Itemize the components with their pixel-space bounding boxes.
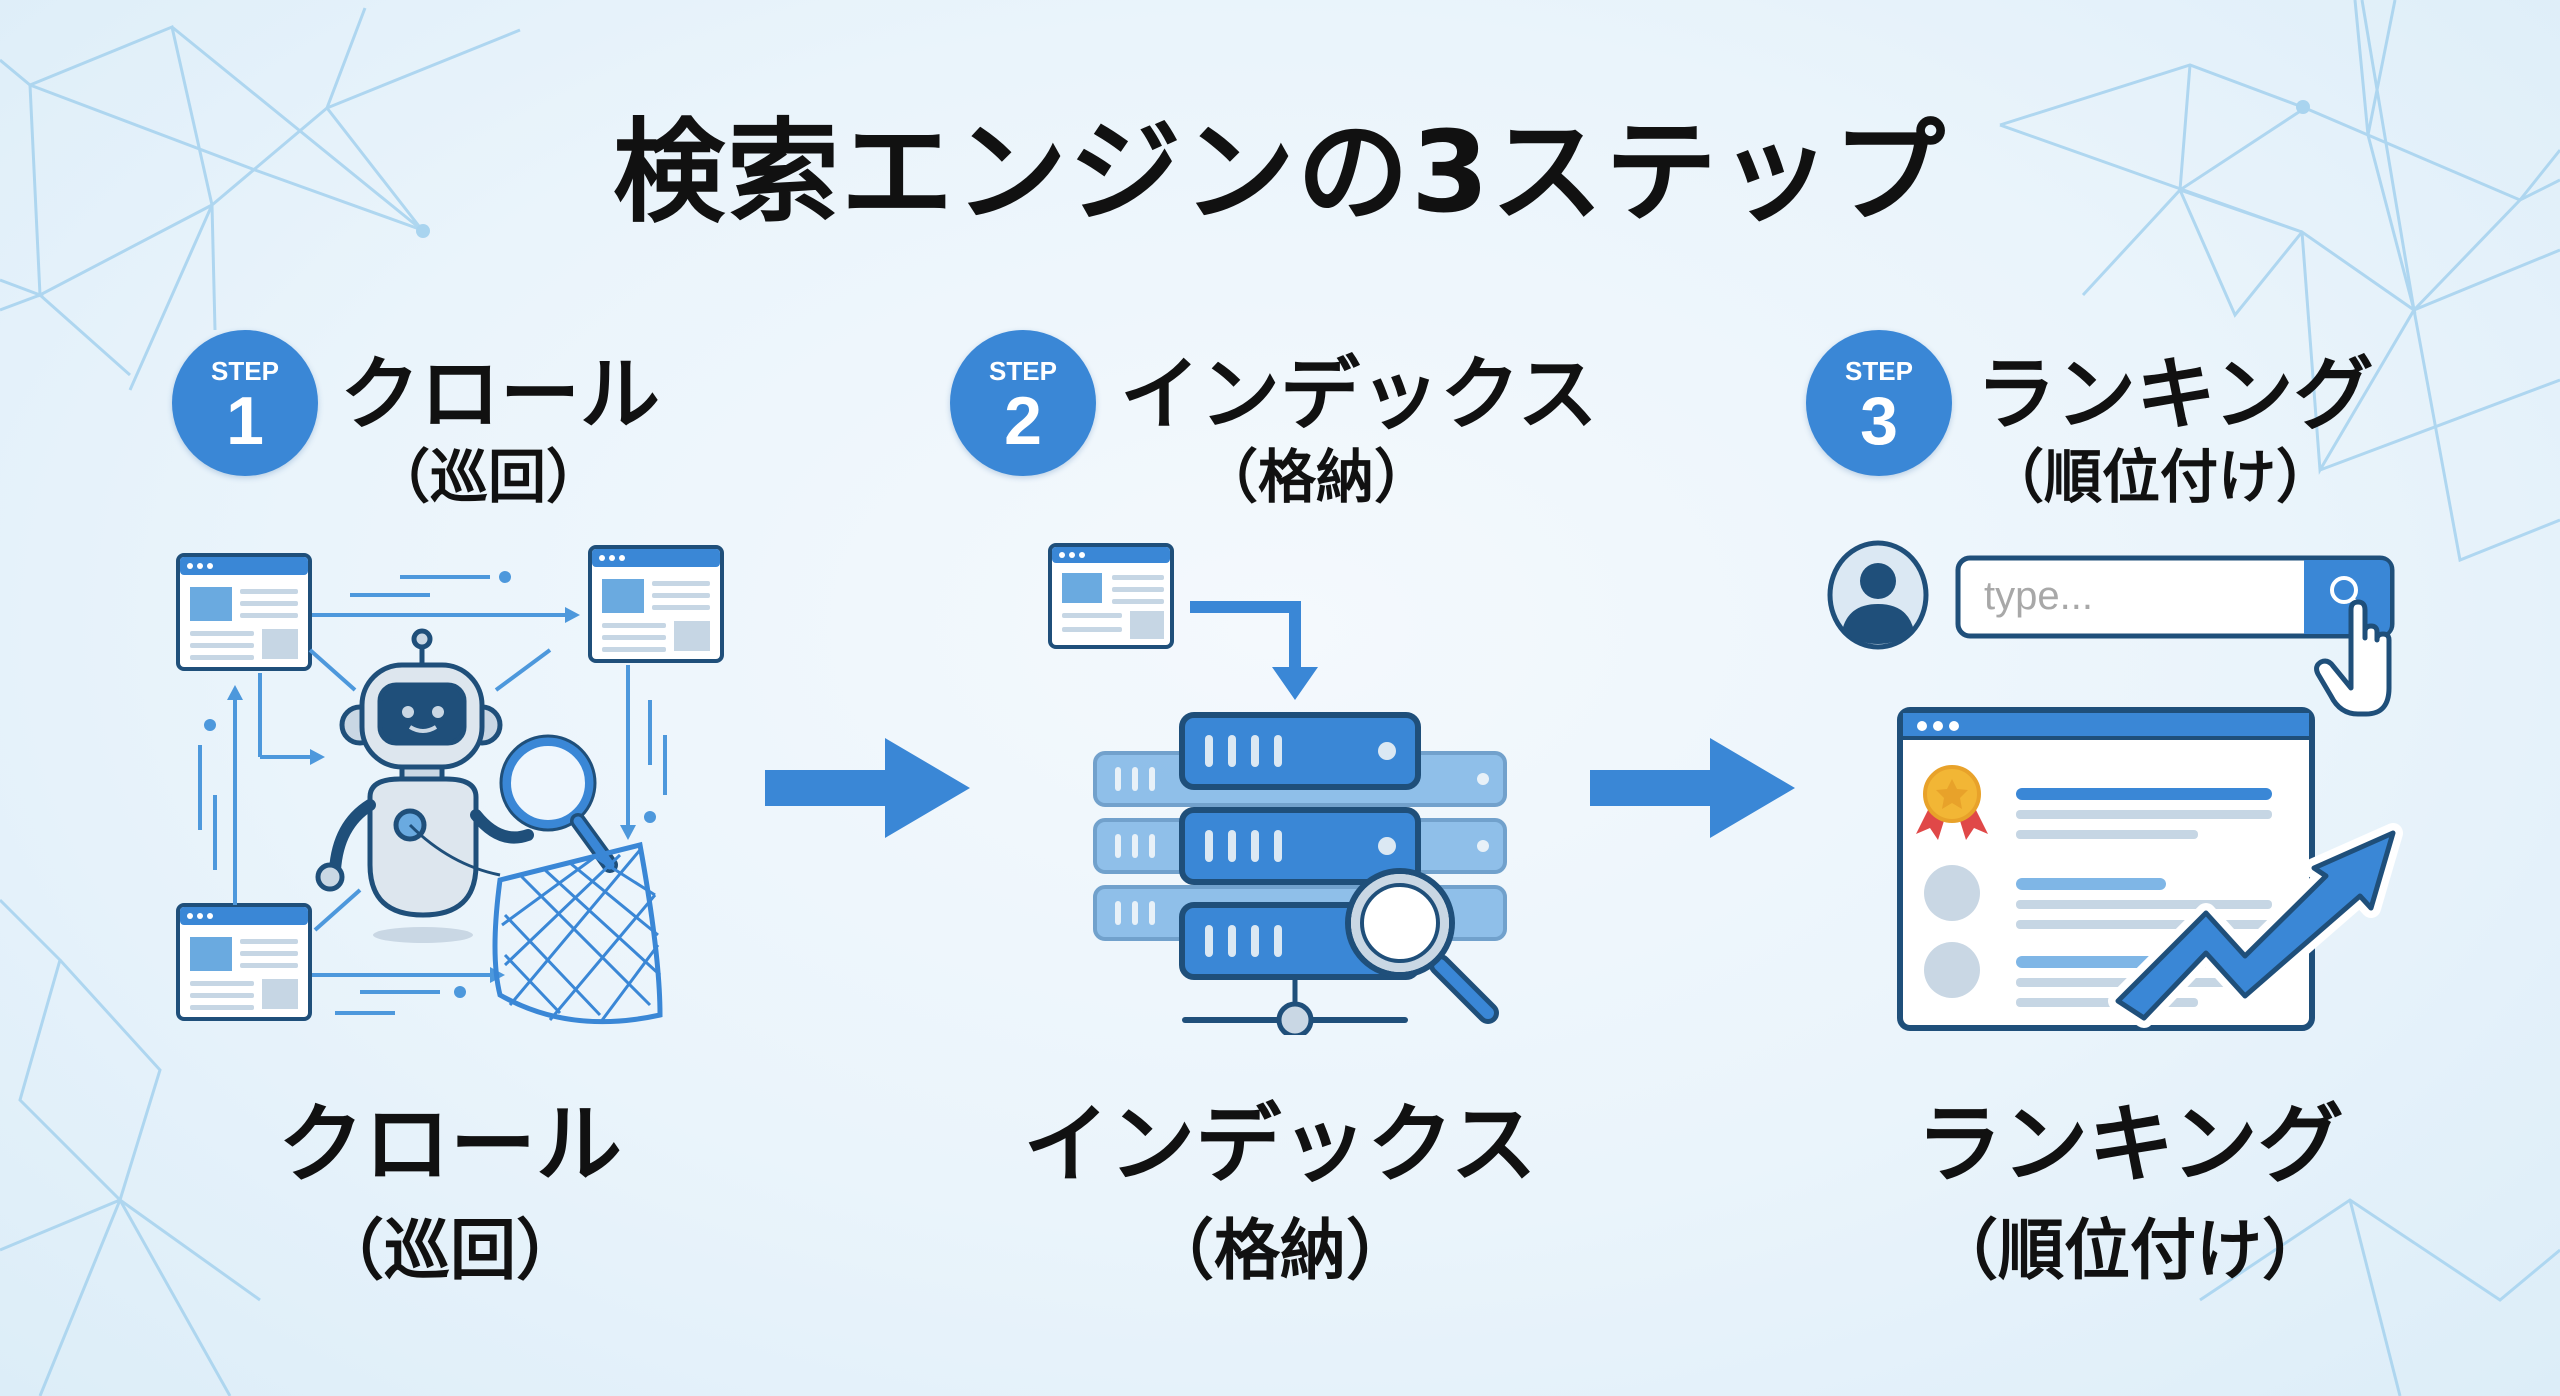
index-illustration bbox=[1048, 543, 1507, 1035]
step-3-subtitle: （順位付け） bbox=[1986, 443, 2335, 511]
step-1-title: クロール bbox=[340, 348, 660, 441]
step-3-caption: ランキング （順位付け） bbox=[1850, 1095, 2410, 1299]
step-3-title: ランキング bbox=[1976, 348, 2374, 441]
caption-title: インデックス bbox=[1023, 1095, 1537, 1195]
ranking-illustration: type... bbox=[1818, 538, 2418, 1038]
caption-subtitle: （格納） bbox=[1148, 1212, 1412, 1289]
medal-icon bbox=[1916, 765, 1988, 840]
webpage-icon bbox=[176, 903, 312, 1021]
step-1-badge: STEP 1 bbox=[172, 330, 318, 476]
trend-up-arrow-icon bbox=[2108, 823, 2403, 1028]
page-title: 検索エンジンの3ステップ bbox=[613, 108, 1947, 238]
step-number: 3 bbox=[1860, 383, 1898, 459]
user-avatar-icon bbox=[1827, 540, 1929, 650]
webpage-icon bbox=[588, 545, 724, 663]
step-number: 1 bbox=[226, 383, 264, 459]
step-3-badge: STEP 3 bbox=[1806, 330, 1952, 476]
magnifier-icon bbox=[1345, 868, 1499, 1024]
webpage-icon bbox=[176, 553, 312, 671]
step-2-caption: インデックス （格納） bbox=[1000, 1095, 1560, 1299]
caption-subtitle: （巡回） bbox=[318, 1212, 582, 1289]
search-input[interactable]: type... bbox=[1984, 574, 2093, 618]
step-1-subtitle: （巡回） bbox=[372, 443, 605, 511]
caption-subtitle: （順位付け） bbox=[1932, 1212, 2328, 1289]
arrow-right-icon bbox=[1590, 738, 1795, 838]
step-1-caption: クロール （巡回） bbox=[230, 1095, 670, 1299]
step-number: 2 bbox=[1004, 383, 1042, 459]
arrow-right-icon bbox=[765, 738, 970, 838]
caption-title: ランキング bbox=[1916, 1095, 2344, 1195]
crawler-illustration bbox=[176, 545, 724, 1025]
webpage-icon bbox=[1048, 543, 1174, 649]
step-2-header: STEP 2 インデックス （格納） bbox=[950, 330, 1598, 511]
server-stack-icon bbox=[1093, 712, 1507, 1035]
net-icon bbox=[492, 841, 663, 1025]
step-badge-label: STEP bbox=[211, 356, 279, 386]
step-2-subtitle: （格納） bbox=[1200, 443, 1433, 511]
magnifier-icon bbox=[499, 734, 618, 873]
step-2-title: インデックス bbox=[1120, 348, 1598, 441]
step-badge-label: STEP bbox=[989, 356, 1057, 386]
step-1-header: STEP 1 クロール （巡回） bbox=[172, 330, 692, 511]
pointer-hand-icon bbox=[2314, 599, 2392, 717]
step-3-header: STEP 3 ランキング （順位付け） bbox=[1806, 330, 2406, 511]
step-badge-label: STEP bbox=[1845, 356, 1913, 386]
caption-title: クロール bbox=[278, 1095, 622, 1195]
step-2-badge: STEP 2 bbox=[950, 330, 1096, 476]
